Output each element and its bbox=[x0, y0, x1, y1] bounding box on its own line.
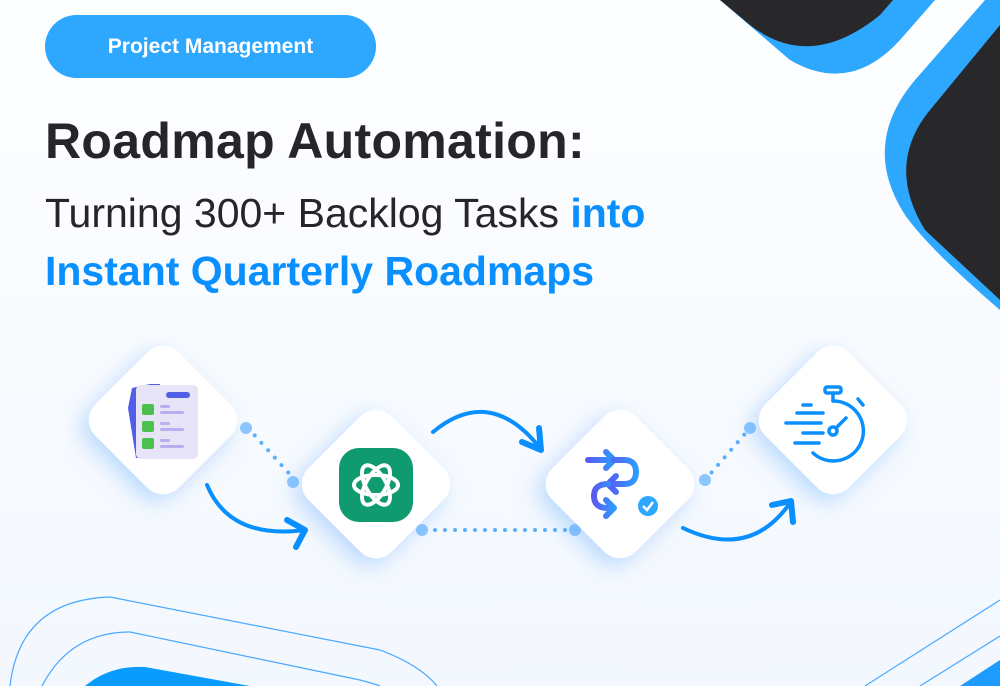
subtitle-highlight: into bbox=[570, 190, 646, 236]
subtitle-text: Turning 300+ Backlog Tasks bbox=[45, 190, 571, 236]
category-badge: Project Management bbox=[45, 15, 376, 78]
workflow-route-icon bbox=[585, 449, 658, 519]
category-badge-label: Project Management bbox=[107, 34, 314, 58]
headline-title: Roadmap Automation: bbox=[45, 113, 585, 169]
chatgpt-logo-icon bbox=[339, 448, 413, 522]
headline-subtitle: Turning 300+ Backlog Tasks into bbox=[45, 190, 645, 237]
checklist-icon bbox=[128, 384, 198, 459]
stopwatch-icon bbox=[784, 385, 866, 463]
headline-subtitle-highlight: Instant Quarterly Roadmaps bbox=[45, 248, 595, 294]
